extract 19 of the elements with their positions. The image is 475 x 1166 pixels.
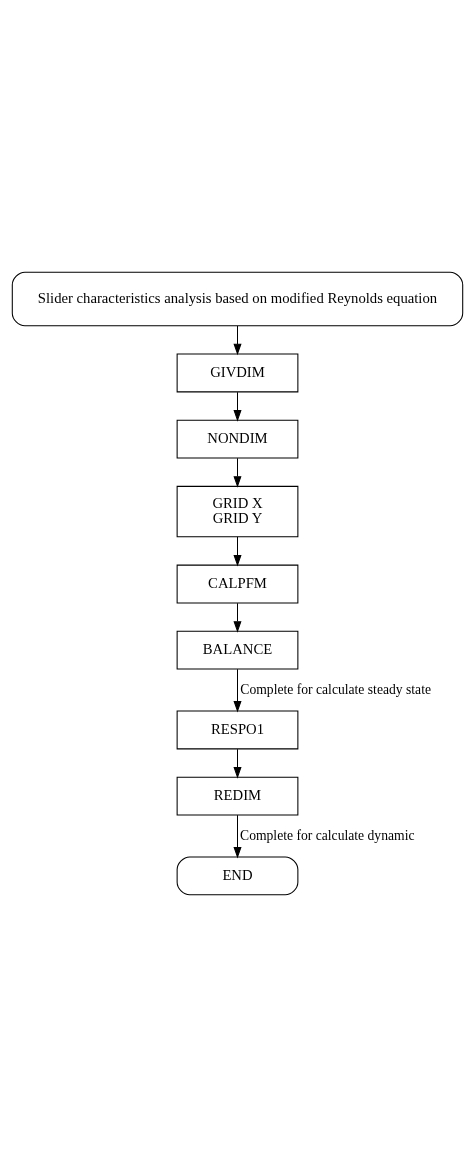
node-box: REDIM [176,776,299,816]
arrow [233,748,242,779]
node-box: END [176,855,299,895]
edge-label: Complete for calculate dynamic [240,827,415,843]
arrow [233,814,242,858]
node-box: GIVDIM [176,353,299,392]
arrow [233,602,242,633]
arrow [233,535,242,567]
node-box: Slider characteristics analysis based on modified Reynolds equation [11,271,464,326]
edge-label: Complete for calculate steady state [240,681,431,697]
arrow [233,324,242,355]
node-box: BALANCE [176,630,299,670]
arrow [233,668,242,713]
node-box: GRID X GRID Y [176,485,299,537]
node-box: NONDIM [176,419,299,459]
arrow [233,391,242,422]
node-box: CALPFM [176,564,299,603]
node-box: RESPO1 [176,710,299,749]
arrow [233,457,242,488]
